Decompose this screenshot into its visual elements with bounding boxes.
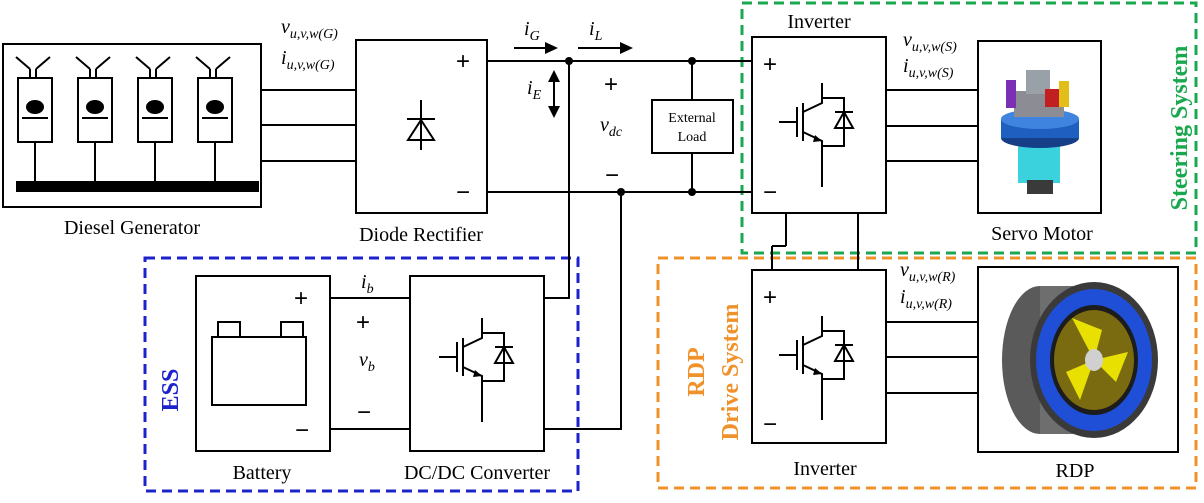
vdc-label: vdc [600, 114, 623, 140]
vb-plus: + [356, 309, 370, 336]
inverter-steering-label: Inverter [787, 11, 851, 33]
battery-label: Battery [233, 462, 292, 484]
ess-group [143, 256, 580, 493]
igbt-icon-rdp [779, 316, 855, 420]
vdc-plus: + [604, 71, 618, 98]
external-load-box [651, 99, 734, 154]
steering-system-group [740, 1, 1198, 255]
v-uvw-g-label: vu,v,w(G) [281, 16, 338, 42]
il-arrow [578, 42, 633, 54]
diesel-generator-icon [2, 43, 262, 208]
ig-label: iG [524, 18, 540, 44]
i-uvw-s-label: iu,v,w(S) [903, 55, 954, 81]
igbt-icon-steering [779, 83, 855, 187]
dcdc-converter-box [409, 275, 545, 452]
il-label: iL [589, 18, 603, 44]
ig-arrow [514, 42, 558, 54]
ie-arrow [548, 70, 560, 118]
battery-minus: − [295, 417, 309, 444]
rectifier-minus: − [456, 179, 470, 206]
rdp-icon [1002, 282, 1158, 438]
dcdc-converter-label: DC/DC Converter [404, 462, 550, 484]
ib-label: ib [361, 271, 374, 297]
v-uvw-r-label: vu,v,w(R) [900, 259, 956, 285]
vb-minus: − [357, 399, 371, 426]
external-load-label-1: External [668, 111, 716, 126]
v-uvw-s-label: vu,v,w(S) [903, 29, 957, 55]
inv-r-minus: − [763, 411, 777, 438]
inv-s-minus: − [763, 179, 777, 206]
rectifier-plus: + [456, 48, 470, 75]
external-load-label-2: Load [678, 130, 707, 145]
steering-system-label: Steering System [1167, 46, 1193, 211]
rdp-group-label-2: Drive System [718, 304, 744, 441]
inv-r-plus: + [763, 284, 777, 311]
diesel-generator-label: Diesel Generator [64, 217, 200, 239]
vb-label: vb [359, 349, 375, 375]
inverter-rdp-box [751, 269, 887, 444]
rdp-group-label-1: RDP [684, 347, 710, 396]
inverter-steering-box [751, 36, 887, 214]
battery-plus: + [294, 285, 308, 312]
ess-label: ESS [158, 369, 184, 412]
vdc-minus: − [605, 162, 619, 189]
inverter-rdp-label: Inverter [793, 458, 857, 480]
i-uvw-g-label: iu,v,w(G) [281, 47, 335, 73]
diode-icon [406, 100, 436, 150]
servo-motor-icon [1001, 70, 1079, 194]
diode-rectifier-label: Diode Rectifier [359, 224, 483, 246]
servo-motor-label: Servo Motor [991, 223, 1093, 245]
igbt-icon-dcdc [439, 318, 515, 422]
ie-label: iE [527, 77, 542, 103]
inv-s-plus: + [763, 51, 777, 78]
rdp-label: RDP [1056, 460, 1095, 482]
i-uvw-r-label: iu,v,w(R) [900, 286, 952, 312]
battery-icon [211, 321, 307, 406]
